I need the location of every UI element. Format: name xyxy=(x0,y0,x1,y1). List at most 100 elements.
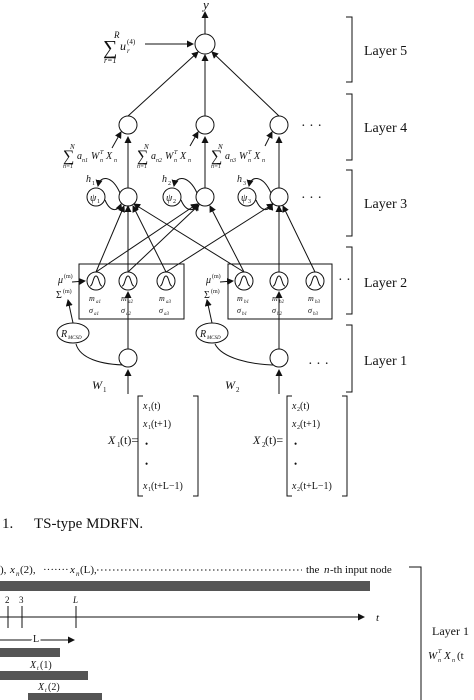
svg-text:a1: a1 xyxy=(94,312,99,317)
svg-text:X: X xyxy=(252,433,261,447)
svg-text:r: r xyxy=(127,47,130,55)
svg-text:n3: n3 xyxy=(230,158,236,164)
svg-text:m: m xyxy=(308,294,314,303)
tick-label-3: 3 xyxy=(19,595,24,605)
layer2-to-layer3-links xyxy=(95,203,316,273)
svg-text:n1: n1 xyxy=(82,158,88,164)
svg-text:u: u xyxy=(120,39,126,53)
svg-text:T: T xyxy=(174,150,178,156)
layer5-label: Layer 5 xyxy=(364,44,407,59)
layer4-node-1 xyxy=(118,115,138,135)
svg-text:1: 1 xyxy=(92,181,95,187)
svg-text:-th input node: -th input node xyxy=(330,564,392,576)
svg-text:(m): (m) xyxy=(63,288,72,295)
svg-text:b3: b3 xyxy=(315,300,321,305)
svg-text:W: W xyxy=(239,151,249,162)
layer2-mu-sigma-right: μ (m) Σ (m) xyxy=(204,273,221,301)
svg-text:n: n xyxy=(324,564,330,576)
window-bar-1 xyxy=(0,671,88,680)
svg-text:h: h xyxy=(86,174,91,185)
svg-text:x: x xyxy=(69,564,75,576)
svg-text:N: N xyxy=(217,143,223,151)
svg-text:t: t xyxy=(45,688,47,694)
weight-w1: W xyxy=(92,378,103,392)
svg-text:m: m xyxy=(159,294,165,303)
caption-number: 1. xyxy=(2,516,13,532)
layer2-group-2 xyxy=(227,263,333,320)
svg-text:2: 2 xyxy=(262,441,266,449)
svg-text:Σ: Σ xyxy=(204,290,210,301)
svg-text:T: T xyxy=(248,150,252,156)
svg-text:R: R xyxy=(113,30,120,40)
bottom-layer1-label: Layer 1 xyxy=(432,624,469,638)
svg-text:μ: μ xyxy=(57,275,63,286)
svg-text:•: • xyxy=(145,459,148,469)
svg-text:σ: σ xyxy=(159,306,164,315)
tick-label-L: L xyxy=(72,595,78,605)
svg-text:ψ: ψ xyxy=(241,193,248,204)
svg-text:ψ: ψ xyxy=(166,193,173,204)
svg-text:2: 2 xyxy=(168,181,171,187)
svg-text:a: a xyxy=(151,151,156,162)
svg-text:σ: σ xyxy=(272,306,277,315)
svg-text:r=1: r=1 xyxy=(104,56,117,65)
layer3-node-3 xyxy=(269,187,289,207)
caption-text: TS-type MDRFN. xyxy=(34,516,143,532)
svg-text:1: 1 xyxy=(117,441,121,449)
sigma-glyph: ∑ xyxy=(103,37,117,59)
svg-text:h: h xyxy=(237,174,242,185)
svg-text:W: W xyxy=(165,151,175,162)
window-bar-0 xyxy=(0,648,60,657)
svg-text:n=1: n=1 xyxy=(63,164,73,170)
svg-text:n=1: n=1 xyxy=(137,164,147,170)
output-sum: R ∑ r=1 u r (4) xyxy=(103,30,136,65)
svg-text:(m): (m) xyxy=(64,273,73,280)
svg-text:W: W xyxy=(428,650,438,662)
svg-text:X: X xyxy=(253,151,261,162)
svg-text:•: • xyxy=(294,459,297,469)
svg-text:σ: σ xyxy=(237,306,242,315)
bottom-formula: W T n X n (t xyxy=(428,649,464,664)
layer-brackets xyxy=(346,16,353,393)
svg-text:n: n xyxy=(100,158,103,164)
svg-text:a2: a2 xyxy=(128,300,134,305)
svg-text:),: ), xyxy=(0,564,7,576)
tick-label-2: 2 xyxy=(5,595,10,605)
svg-text:a3: a3 xyxy=(166,300,172,305)
svg-text:a: a xyxy=(225,151,230,162)
svg-text:x: x xyxy=(9,564,15,576)
svg-text:(t: (t xyxy=(457,650,464,662)
layer1-node-2 xyxy=(269,348,289,368)
output-label: y xyxy=(201,0,209,12)
svg-text:t: t xyxy=(37,666,39,672)
svg-text:b2: b2 xyxy=(279,300,285,305)
svg-text:b3: b3 xyxy=(313,312,319,317)
svg-text:X: X xyxy=(105,151,113,162)
svg-text:(t)=: (t)= xyxy=(120,433,138,447)
svg-text:n: n xyxy=(452,658,455,664)
svg-text:MCSD: MCSD xyxy=(206,336,221,341)
layer3-label: Layer 3 xyxy=(364,197,407,212)
svg-text:∑: ∑ xyxy=(137,148,148,165)
svg-text:•: • xyxy=(294,439,297,449)
svg-text:σ: σ xyxy=(121,306,126,315)
layer2-group-1 xyxy=(78,263,185,320)
input-vector-1: X 1 (t)= x 1 (t) x 1 (t+1) • • x 1 (t+L−… xyxy=(107,395,199,497)
svg-text:1: 1 xyxy=(148,487,151,493)
weight-w2: W xyxy=(225,378,236,392)
svg-text:n=1: n=1 xyxy=(211,164,221,170)
svg-text:(t+L−1): (t+L−1) xyxy=(300,481,332,492)
svg-text:σ: σ xyxy=(308,306,313,315)
input-vector-2: X 2 (t)= x 2 (t) x 2 (t+1) • • x 2 (t+L−… xyxy=(252,395,348,497)
window-bar-2 xyxy=(28,693,102,700)
svg-text:N: N xyxy=(69,143,75,151)
input-series-bar xyxy=(0,581,370,591)
svg-text:a2: a2 xyxy=(126,312,132,317)
svg-text:h: h xyxy=(162,174,167,185)
layer1-node-1 xyxy=(118,348,138,368)
svg-text:x: x xyxy=(291,481,297,492)
window-label-2: X xyxy=(37,682,45,693)
svg-text:m: m xyxy=(237,294,243,303)
svg-text:(2): (2) xyxy=(48,682,60,693)
